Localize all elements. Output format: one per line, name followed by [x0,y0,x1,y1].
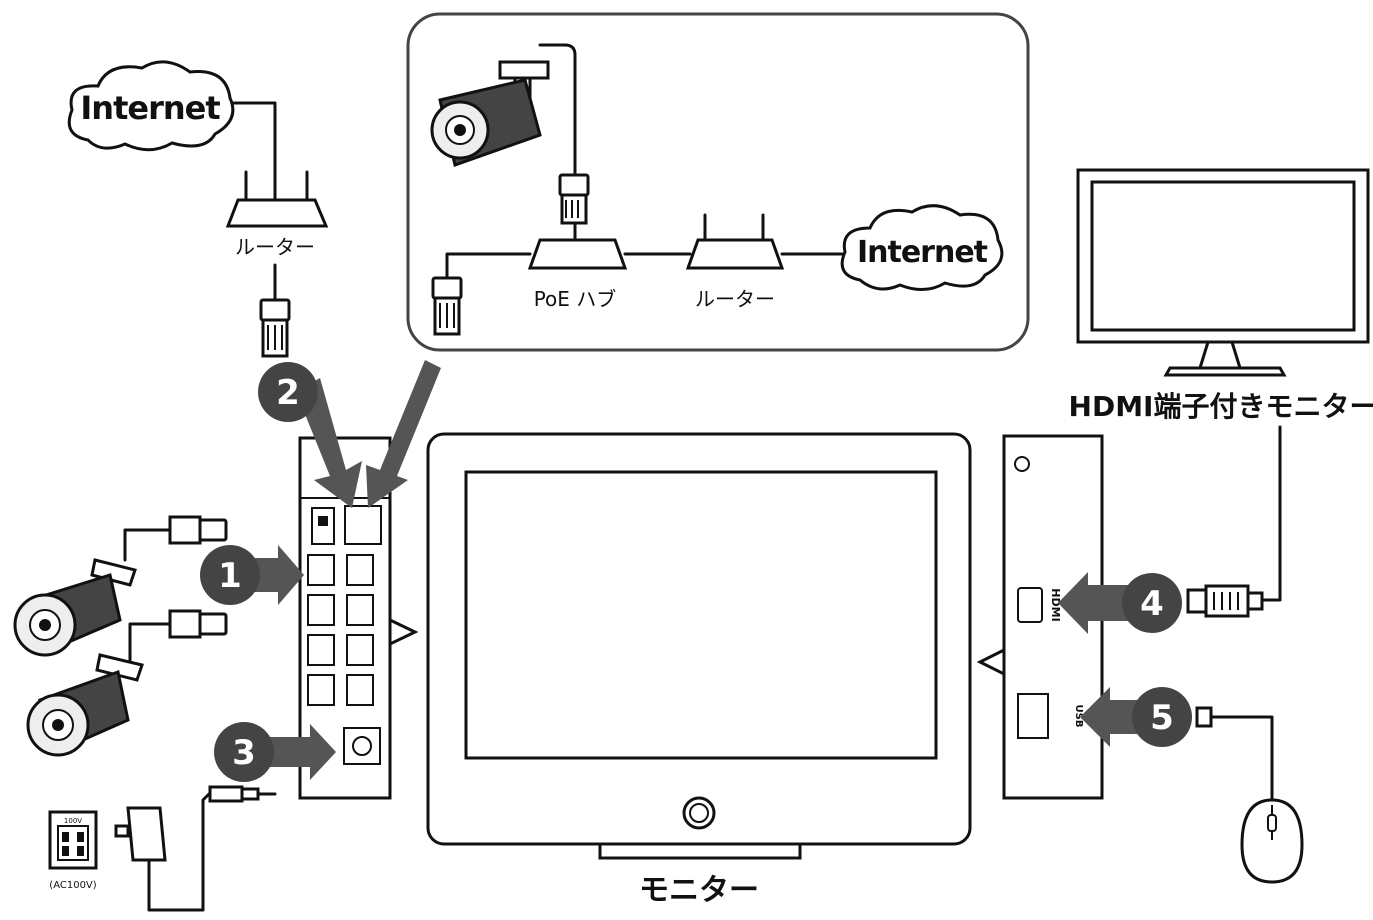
arrow-2 [296,378,362,508]
poe-hub-device [527,221,628,270]
step-badge-2: 2 [258,362,318,422]
router-left-label: ルーター [235,235,315,259]
usb-port-label: USB [1073,705,1084,728]
hdmi-monitor [1076,168,1370,377]
internet-router-cable [230,101,277,202]
arrow-4 [1058,572,1130,634]
inset-camera [430,43,577,177]
step-badge-1: 1 [200,545,260,605]
arrow-2b [366,360,441,508]
internet-right-label: Internet [857,235,988,270]
outlet-rating-label: 100V [64,817,82,825]
arrow-5 [1080,687,1140,747]
svg-text:1: 1 [218,556,242,596]
inset-left-connector [431,252,532,336]
inset-router [623,213,847,270]
hdmi-port-label: HDMI [1049,588,1062,621]
step-badge-3: 3 [214,722,274,782]
poe-hub-label: PoE ハブ [534,287,617,311]
hdmi-monitor-label: HDMI端子付きモニター [1069,390,1373,423]
camera-1 [13,515,228,657]
monitor-label: モニター [639,873,759,908]
svg-text:3: 3 [232,733,256,773]
power-adapter [114,785,277,912]
svg-text:5: 5 [1150,698,1174,738]
arrow-3 [265,724,336,780]
wall-outlet [48,810,98,870]
arrow-1 [250,545,304,605]
internet-cloud-left [67,60,235,152]
step-badge-4: 4 [1122,573,1182,633]
internet-left-label: Internet [80,89,220,127]
router-right-label: ルーター [695,287,775,311]
svg-text:4: 4 [1140,584,1164,624]
router-left [225,170,329,228]
inset-camera-connector [558,173,590,225]
hdmi-cable [1186,425,1282,618]
camera-2 [26,609,228,757]
usb-mouse [1195,706,1304,884]
router-left-connector [259,263,291,358]
main-monitor [426,432,972,860]
svg-text:2: 2 [276,373,300,413]
step-badge-5: 5 [1132,687,1192,747]
internet-cloud-right [840,204,1004,291]
ac-outlet-label: (AC100V) [49,880,96,891]
